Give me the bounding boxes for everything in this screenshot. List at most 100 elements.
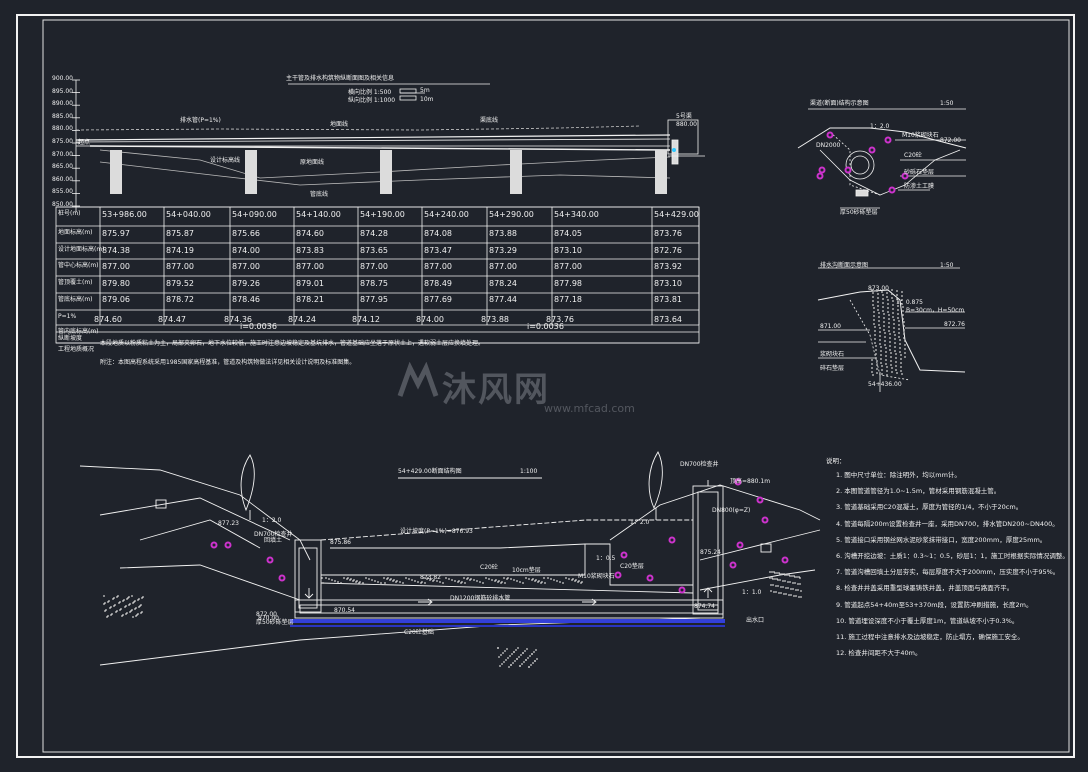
gravel-dot	[797, 589, 799, 591]
gravel-dot	[871, 363, 873, 365]
gravel-dot	[876, 290, 878, 292]
note-item: 11. 施工过程中注意排水及边坡稳定，防止塌方，确保施工安全。	[836, 633, 1024, 641]
cell-value: 877.00	[360, 262, 388, 271]
gravel-dot	[519, 665, 521, 667]
shrub-center	[622, 553, 626, 557]
gravel-dot	[502, 652, 504, 654]
gravel-dot	[141, 597, 143, 599]
gravel-dot	[888, 314, 890, 316]
gravel-dot	[417, 581, 419, 583]
profile-label: 原地面线	[300, 159, 325, 166]
gravel-dot	[116, 596, 118, 598]
shrub-center	[903, 174, 907, 178]
gravel-dot	[900, 362, 902, 364]
gravel-dot	[892, 308, 894, 310]
main-title: 54+429.00断面结构图	[398, 468, 462, 475]
cell-station: 54+140.00	[296, 210, 341, 219]
gravel-dot	[878, 312, 880, 314]
section-a-pipe: DN2000	[816, 142, 841, 149]
gravel-dot	[507, 657, 509, 659]
cell-value: 877.98	[554, 278, 582, 288]
cell-value: 878.75	[360, 278, 388, 288]
gravel-dot	[788, 594, 790, 596]
gravel-dot	[900, 370, 902, 372]
gravel-dot	[109, 607, 111, 609]
gravel-dot	[402, 582, 404, 584]
gravel-dot	[893, 323, 895, 325]
gravel-dot	[879, 343, 881, 345]
profile-label: 地面线	[330, 121, 349, 128]
gravel-dot	[529, 655, 531, 657]
gravel-dot	[377, 581, 379, 583]
gravel-dot	[501, 581, 503, 583]
profile-label: 渠底线	[480, 117, 499, 124]
gravel-dot	[903, 337, 905, 339]
gravel-dot	[788, 574, 790, 576]
gravel-dot	[535, 649, 537, 651]
cell-value: 879.26	[232, 278, 260, 288]
shrub-center	[870, 148, 874, 152]
cell-value: 873.92	[654, 262, 682, 271]
gravel-dot	[510, 578, 512, 580]
profile-title: 主干管及排水构筑物纵断面图及相关信息	[286, 75, 395, 82]
gravel-dot	[337, 581, 339, 583]
gravel-dot	[776, 578, 778, 580]
gravel-dot	[113, 605, 115, 607]
gravel-dot	[553, 579, 555, 581]
cell-value: 874.00	[416, 315, 444, 324]
cell-value: 878.46	[232, 295, 260, 304]
gravel-dot	[871, 359, 873, 361]
shrub-center	[731, 563, 735, 567]
section-b-level: 871.00	[820, 323, 841, 330]
gravel-dot	[875, 345, 877, 347]
cell-value: 874.19	[166, 245, 194, 255]
gravel-dot	[879, 331, 881, 333]
cell-value: 873.64	[654, 315, 682, 324]
cell-station: 54+040.00	[166, 210, 211, 219]
gravel-dot	[350, 578, 352, 580]
gravel-dot	[119, 609, 121, 611]
section-b-title: 排水沟断面示意图	[820, 262, 869, 269]
gravel-dot	[118, 602, 120, 604]
gravel-dot	[890, 364, 892, 366]
gravel-dot	[390, 578, 392, 580]
gravel-dot	[550, 578, 552, 580]
gravel-dot	[891, 297, 893, 299]
gravel-dot	[903, 329, 905, 331]
gravel-dot	[427, 577, 429, 579]
gravel-dot	[874, 334, 876, 336]
gravel-dot	[451, 579, 453, 581]
cell-value: 873.47	[424, 245, 452, 255]
gravel-dot	[467, 577, 469, 579]
gravel-dot	[526, 648, 528, 650]
gravel-dot	[110, 614, 112, 616]
note-item: 9. 管道起点54+40m至53+370m段，设置防冲刷措施，长度2m。	[836, 600, 1033, 609]
gravel-dot	[773, 571, 775, 573]
gravel-dot	[903, 333, 905, 335]
cell-value: 873.81	[654, 295, 682, 304]
gravel-dot	[500, 654, 502, 656]
gravel-dot	[796, 576, 798, 578]
gravel-dot	[396, 580, 398, 582]
shrub-center	[738, 543, 742, 547]
gravel-dot	[895, 353, 897, 355]
gravel-dot	[889, 333, 891, 335]
gravel-dot	[872, 374, 874, 376]
gravel-dot	[436, 580, 438, 582]
cell-value: 877.00	[232, 262, 260, 271]
gravel-dot	[899, 351, 901, 353]
gravel-dot	[894, 338, 896, 340]
gravel-dot	[799, 583, 801, 585]
gradient-left: i=0.0036	[240, 322, 277, 331]
gravel-dot	[769, 577, 771, 579]
cell-value: 877.00	[424, 262, 452, 271]
gravel-dot	[115, 611, 117, 613]
gravel-dot	[522, 652, 524, 654]
row-header: 管中心标高(m)	[58, 262, 99, 269]
gravel-dot	[532, 578, 534, 580]
gravel-dot	[507, 577, 509, 579]
gravel-dot	[891, 293, 893, 295]
gravel-dot	[890, 360, 892, 362]
gravel-dot	[876, 364, 878, 366]
